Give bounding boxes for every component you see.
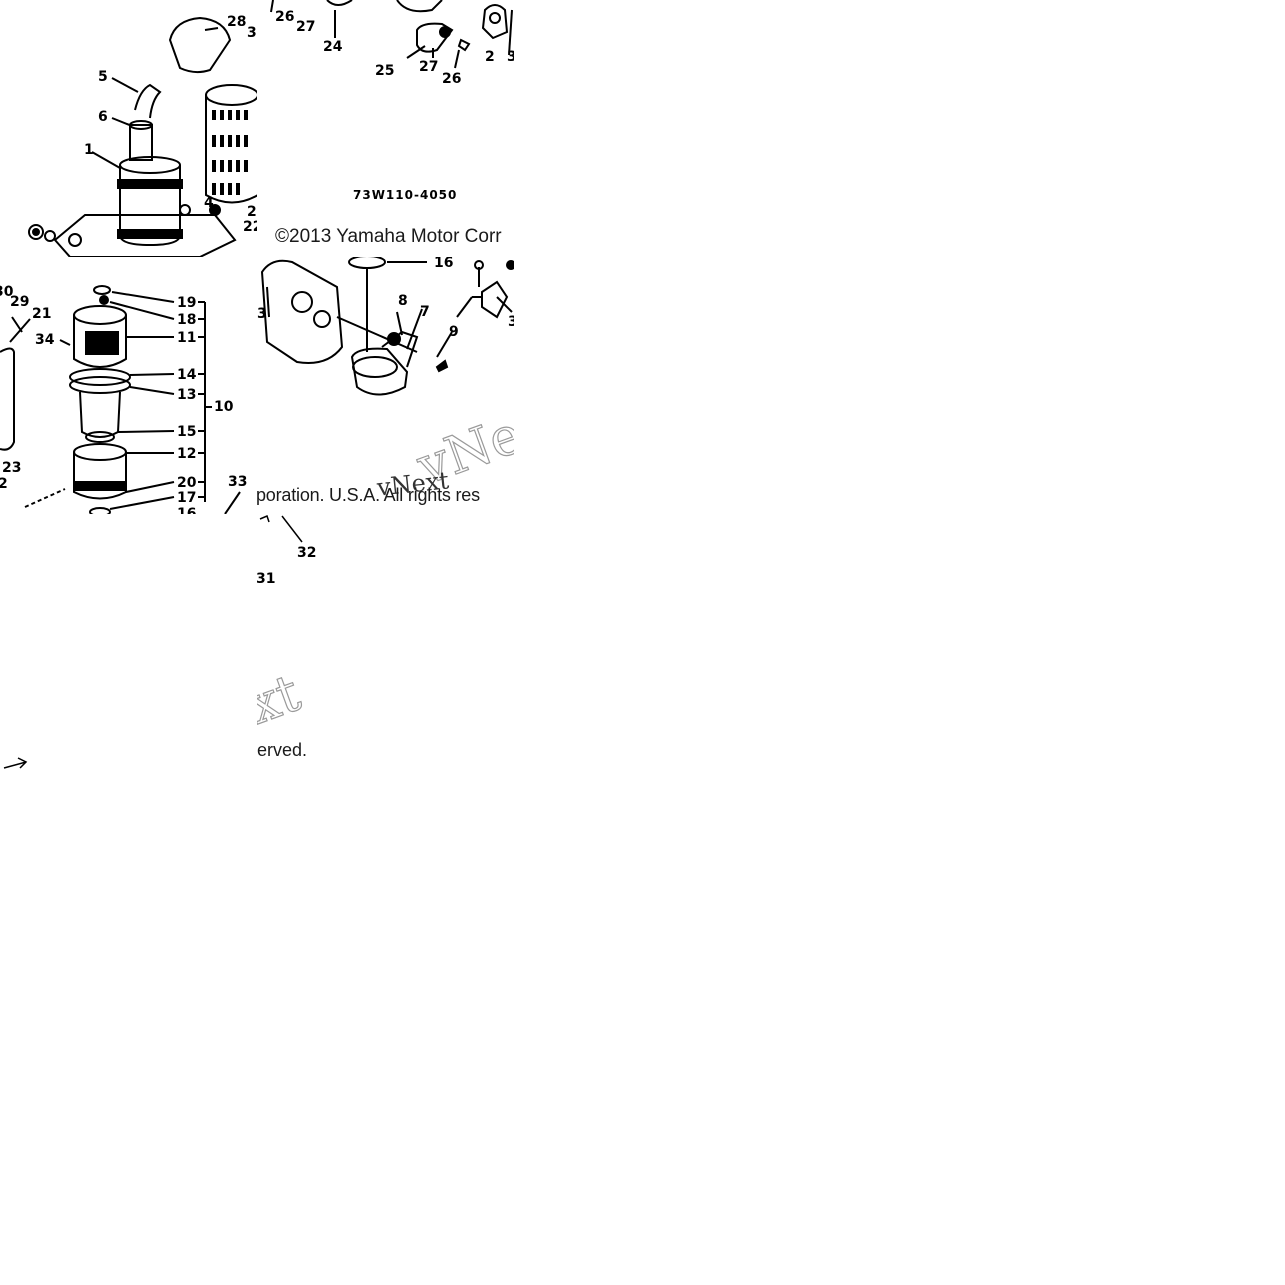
callout-label: 20 xyxy=(177,475,197,491)
callout-label: 16 xyxy=(434,257,454,271)
callout-label: 3 xyxy=(508,314,514,330)
callout-label: 16 xyxy=(177,506,197,514)
callout-label: 14 xyxy=(177,367,197,383)
part-number-code: 73W110-4050 xyxy=(353,188,458,202)
callout-label: 10 xyxy=(214,399,234,415)
diagram-tile-bottom-right: 16 8 7 9 3 3 vNe vNext poration. U.S.A. … xyxy=(257,257,514,514)
diagram-tile-bottom-strip: 32 31 xt erved. xyxy=(257,514,337,764)
callout-label: 17 xyxy=(177,490,197,506)
callout-label: 31 xyxy=(257,571,276,587)
callout-label: 27 xyxy=(296,19,316,35)
callout-label: 23 xyxy=(2,460,22,476)
callout-label: 21 xyxy=(32,306,52,322)
callout-label: 3 xyxy=(257,306,267,322)
callout-label: 34 xyxy=(35,332,55,348)
callout-label: 4 xyxy=(204,195,214,211)
callout-label: 8 xyxy=(398,293,408,309)
callout-label: 27 xyxy=(419,59,439,75)
copyright-notice-part-3: erved. xyxy=(257,740,308,760)
diagram-tile-top-left: 28 3 5 6 1 4 2 22 xyxy=(0,0,257,257)
bolt-parts-drawing xyxy=(259,514,303,543)
callout-label: 32 xyxy=(297,545,317,561)
callout-label: 25 xyxy=(375,63,395,79)
air-intake-silencer-drawing xyxy=(28,16,257,257)
callout-label: 3 xyxy=(247,25,257,41)
callout-label: 2 xyxy=(0,476,8,492)
copyright-notice-part-1: ©2013 Yamaha Motor Corr xyxy=(275,226,502,247)
air-filter-stack-drawing xyxy=(0,285,241,514)
fragment-drawing xyxy=(3,757,28,769)
callout-label: 24 xyxy=(323,39,343,55)
carburetor-joint-drawing xyxy=(260,257,514,396)
callout-label: 7 xyxy=(420,304,430,320)
diagram-tile-bottom-left: 30 29 21 34 19 18 11 14 13 10 15 12 20 1… xyxy=(0,257,257,514)
callout-label: 30 xyxy=(0,284,14,300)
callout-label: 2 xyxy=(247,204,257,220)
callout-label: 5 xyxy=(98,69,108,85)
diagram-tile-top-right: 26 27 24 25 27 26 2 3 73W110-4050 ©2013 … xyxy=(257,0,514,257)
callout-label: 28 xyxy=(227,14,247,30)
callout-label: 33 xyxy=(228,474,248,490)
callout-label: 2 xyxy=(485,49,495,65)
callout-label: 26 xyxy=(442,71,462,87)
callout-label: 3 xyxy=(507,49,514,65)
callout-label: 13 xyxy=(177,387,197,403)
callout-label: 1 xyxy=(84,142,94,158)
callout-label: 15 xyxy=(177,424,197,440)
callout-label: 22 xyxy=(243,219,257,235)
callout-label: 19 xyxy=(177,295,197,311)
callout-label: 11 xyxy=(177,330,197,346)
callout-label: 26 xyxy=(275,9,295,25)
callout-label: 6 xyxy=(98,109,108,125)
callout-label: 12 xyxy=(177,446,197,462)
callout-label: 9 xyxy=(449,324,459,340)
copyright-notice-part-2: poration. U.S.A. All rights res xyxy=(257,485,480,505)
bracket-parts-drawing xyxy=(270,0,513,69)
callout-label: 29 xyxy=(10,294,30,310)
callout-label: 18 xyxy=(177,312,197,328)
